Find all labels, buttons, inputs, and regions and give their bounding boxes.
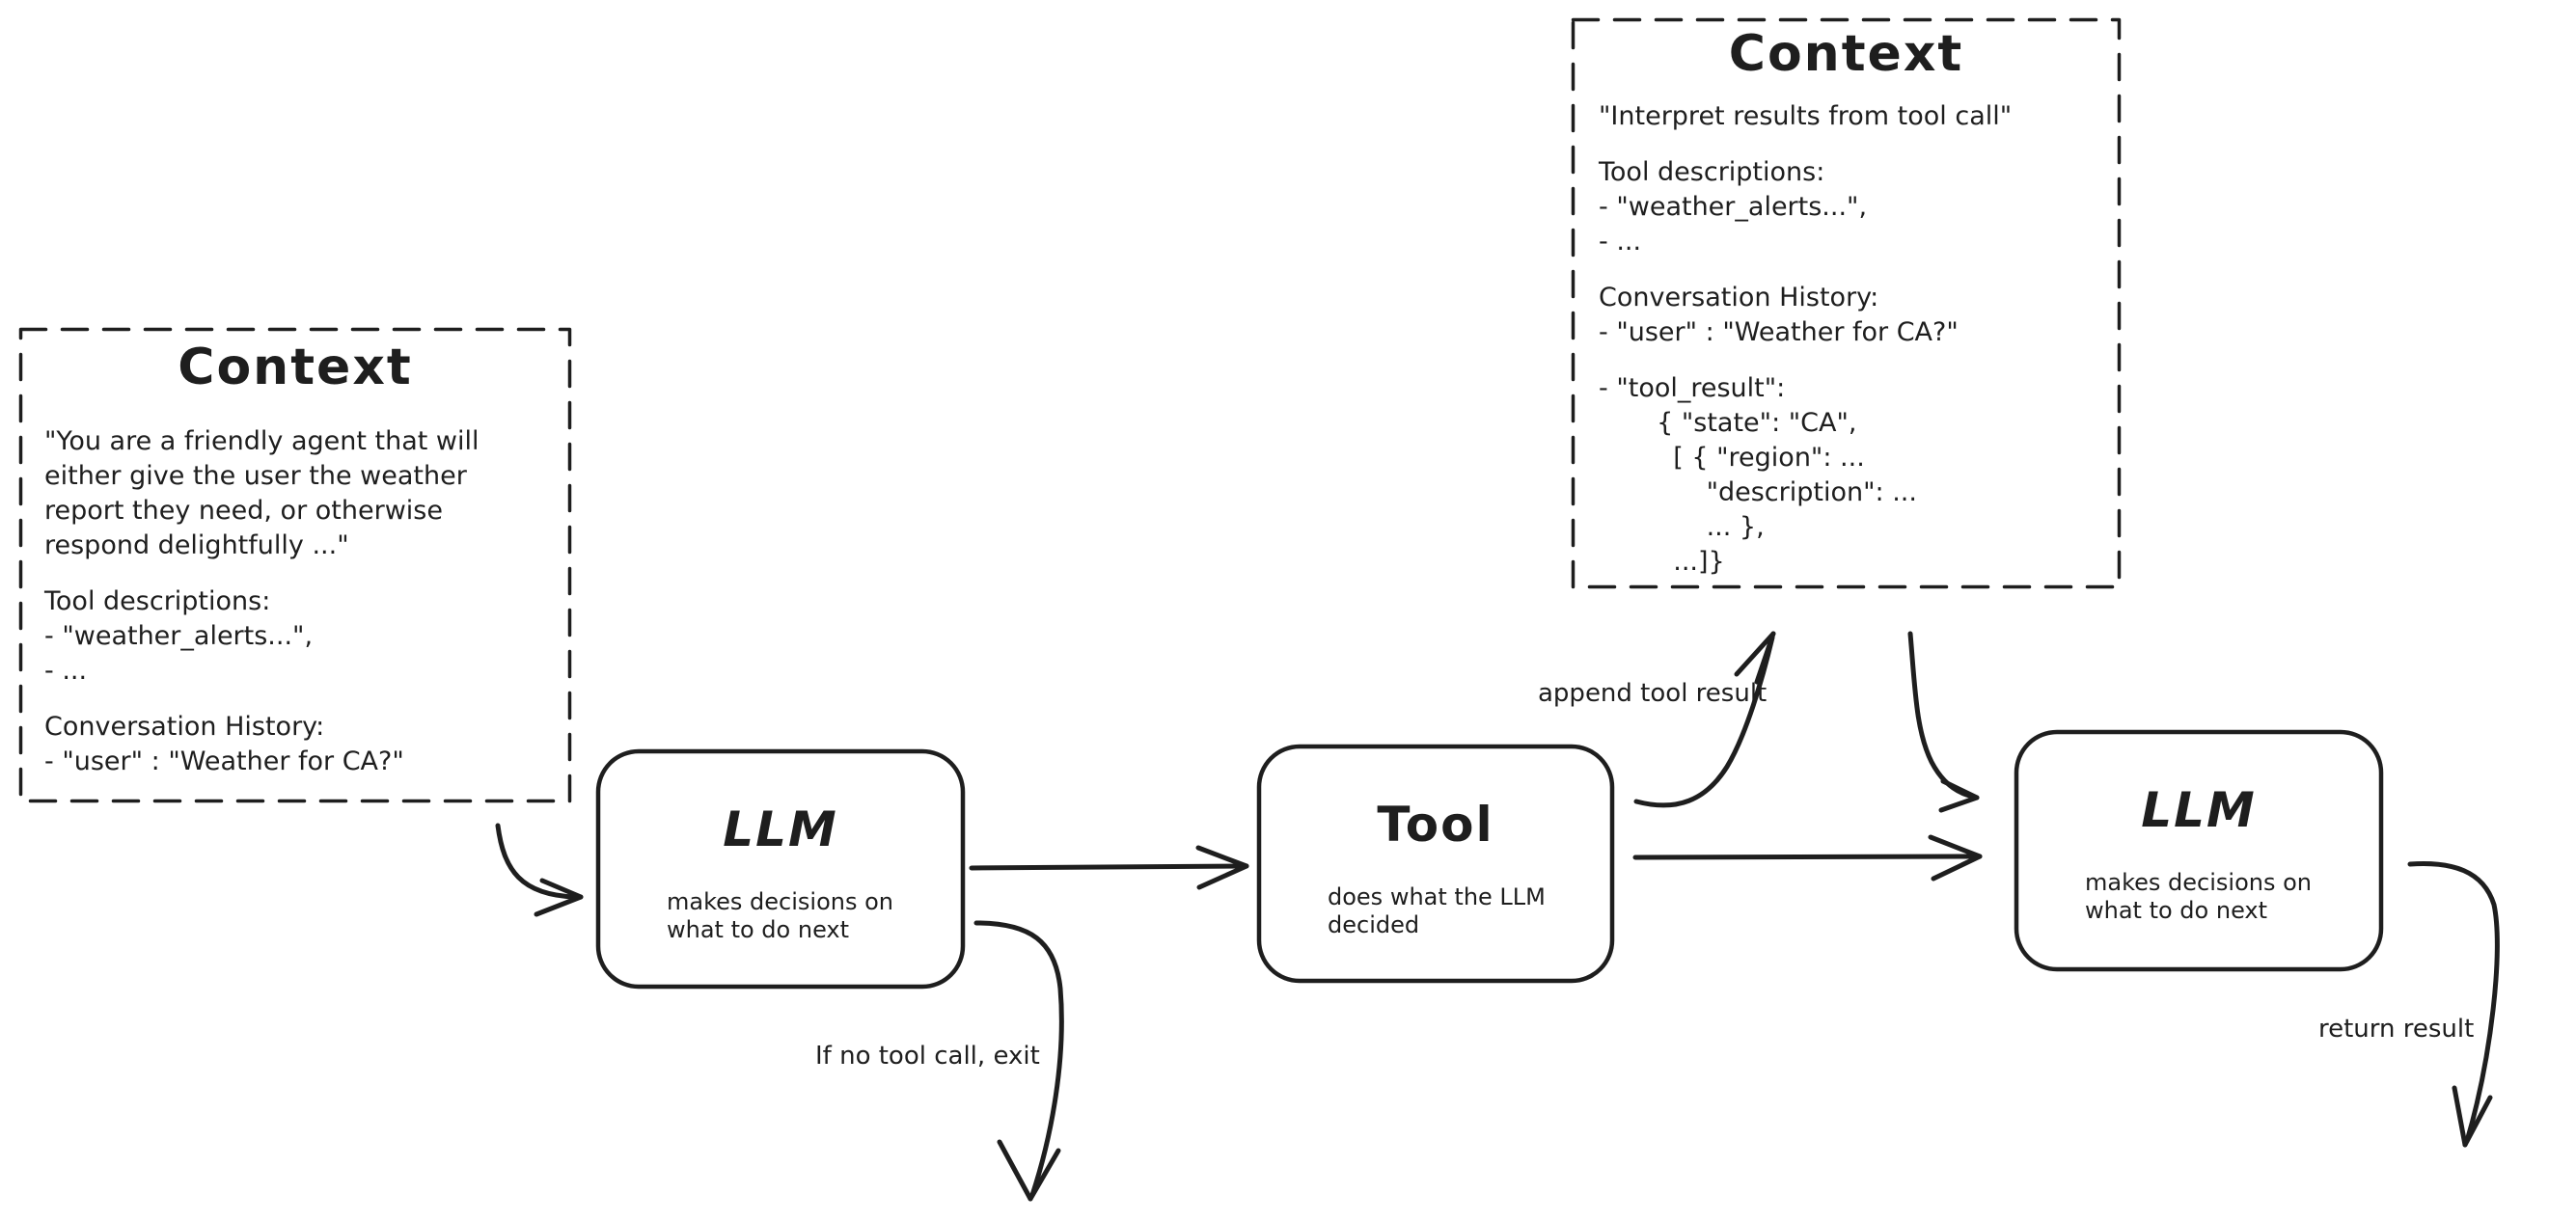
text-line: - "weather_alerts...", [1599,192,1868,222]
text-line: Tool descriptions: [44,586,271,616]
text-line [44,563,546,584]
text-line: does what the LLM [1328,883,1546,910]
text-line: - "user" : "Weather for CA?" [1599,317,1959,347]
append-tool-result-label: append tool result [1538,679,1768,708]
text-line: - "tool_result": [1599,373,1786,403]
arrow-llm2-return [2407,861,2500,1148]
context-right-box: Context "Interpret results from tool cal… [1572,18,2121,588]
tool-box [1256,744,1615,984]
text-line: makes decisions on [667,888,893,915]
text-line: Tool descriptions: [1599,157,1825,187]
llm2-title: LLM [2141,782,2257,838]
text-line: [ { "region": ... [1599,443,1865,473]
text-line: "description": ... [1599,477,1917,507]
text-line: decided [1328,911,1420,938]
text-line [44,689,546,710]
text-line: report they need, or otherwise [44,496,443,526]
text-line: "You are a friendly agent that will [44,426,480,456]
text-line [1599,259,2094,281]
context-left-box: Context "You are a friendly agent that w… [19,328,571,802]
text-line: - ... [1599,227,1642,257]
text-line: ...]} [1599,547,1725,577]
arrow-tool-to-llm2 [1632,834,1983,882]
context-right-content: "Interpret results from tool call" Tool d… [1599,99,2094,580]
text-line: ... }, [1599,512,1765,542]
text-line: "Interpret results from tool call" [1599,101,2013,131]
arrow-context-right-to-llm2 [1907,631,1980,813]
text-line [1599,134,2094,155]
text-line: either give the user the weather [44,461,467,491]
llm2-box [2014,729,2384,972]
text-line: - "user" : "Weather for CA?" [44,746,404,776]
text-line: what to do next [667,916,850,943]
text-line: respond delightfully ..." [44,530,349,560]
text-line [1599,350,2094,371]
context-right-border [1571,17,2122,589]
context-left-border [18,327,572,803]
arrow-context-left-to-llm1 [495,823,584,917]
text-line: what to do next [2085,897,2268,924]
context-right-title: Context [1728,25,1964,83]
text-line: Conversation History: [1599,283,1879,312]
llm1-box [595,748,966,990]
text-line: - ... [44,656,88,686]
tool-title: Tool [1377,797,1494,853]
arrow-llm1-to-tool [969,845,1249,890]
return-result-label: return result [2318,1015,2475,1044]
arrow-tool-to-context-right [1633,631,1776,808]
arrow-llm1-exit [973,920,1064,1202]
text-line: Conversation History: [44,712,325,742]
text-line: { "state": "CA", [1599,408,1857,438]
context-left-content: "You are a friendly agent that will eithe… [44,424,546,779]
context-left-title: Context [178,339,413,396]
if-no-tool-call-exit-label: If no tool call, exit [815,1042,1040,1071]
llm1-title: LLM [723,801,838,857]
text-line: - "weather_alerts...", [44,621,314,651]
text-line: makes decisions on [2085,869,2312,896]
